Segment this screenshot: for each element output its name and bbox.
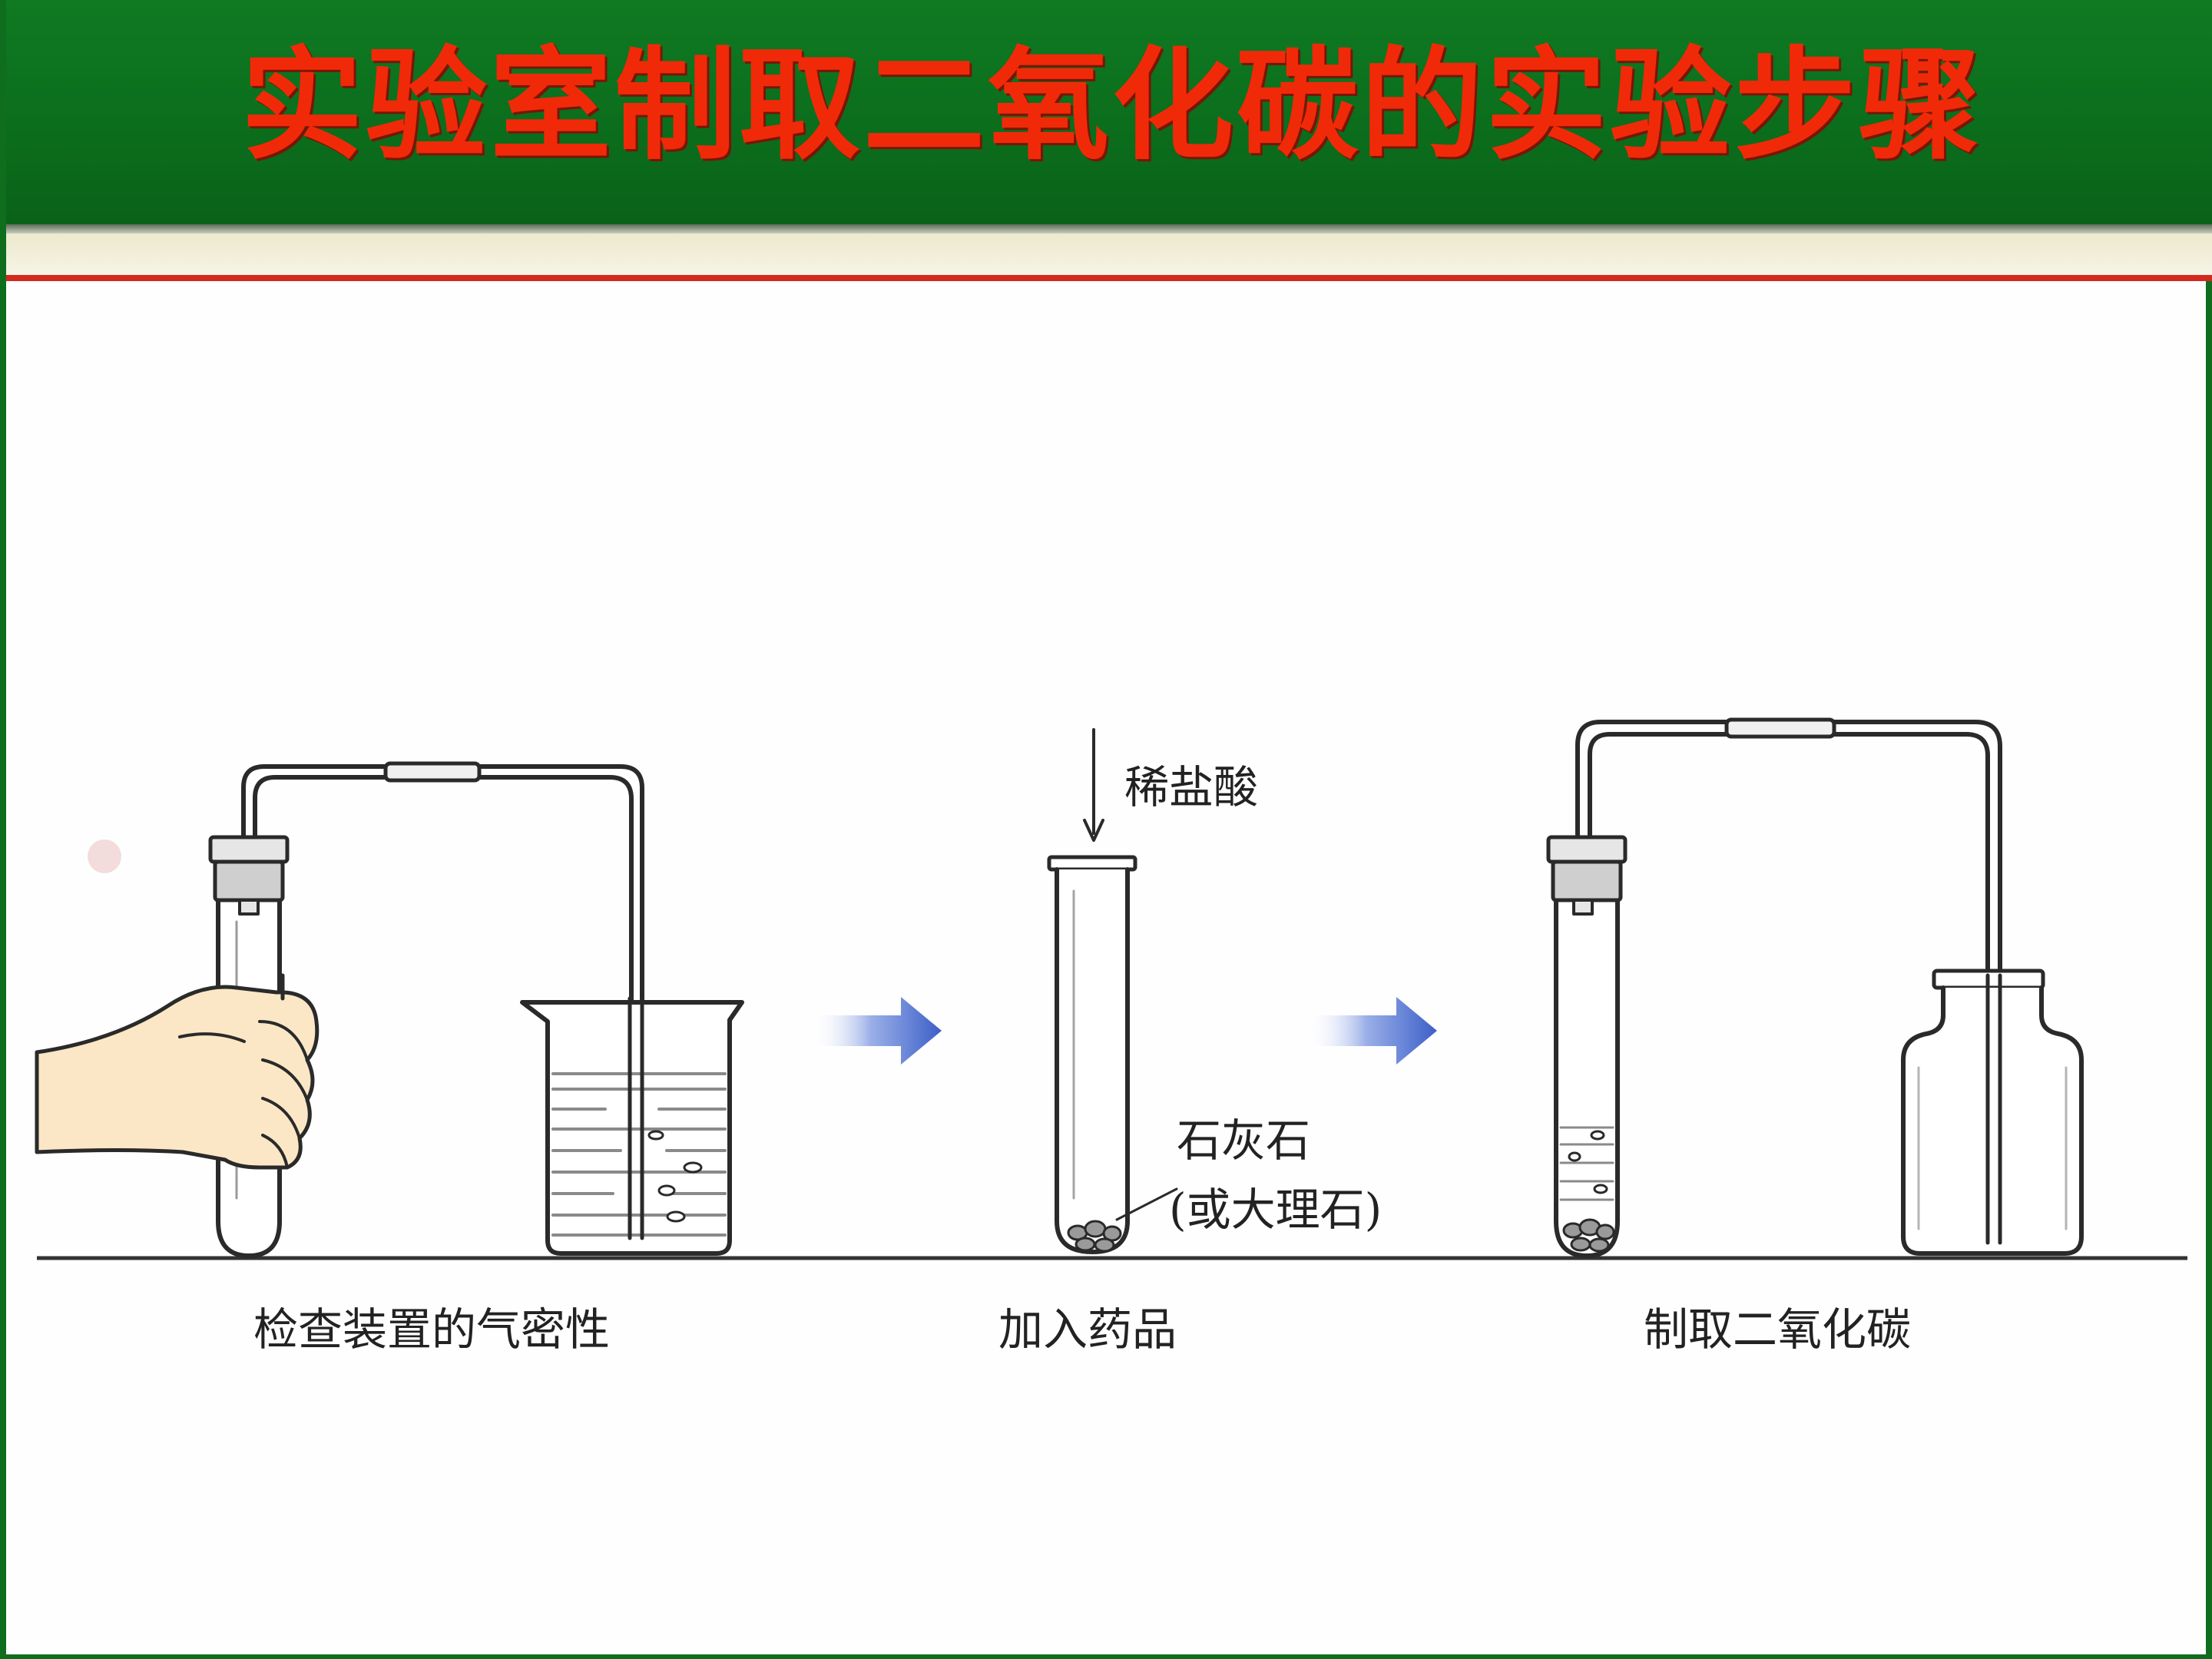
- beaker-icon: [520, 996, 744, 1256]
- step2-apparatus: [1047, 728, 1178, 1254]
- page-title: 实验室制取二氧化碳的实验步骤: [241, 35, 1983, 177]
- hand-icon: [35, 973, 320, 1170]
- step3-apparatus: [1546, 717, 2084, 1258]
- acid-label: 稀盐酸: [1124, 761, 1259, 813]
- title-bar: 实验室制取二氧化碳的实验步骤: [6, 0, 2212, 224]
- gas-jar-icon: [1901, 969, 2084, 1256]
- marble-label: (或大理石): [1169, 1184, 1382, 1236]
- stain-mark: [88, 839, 121, 873]
- limestone-label: 石灰石: [1177, 1114, 1311, 1167]
- test-tube-icon: [1047, 855, 1137, 1254]
- rubber-stopper: [1546, 835, 1628, 916]
- step3-delivery-tube: [1575, 717, 2002, 1245]
- step3-caption: 制取二氧化碳: [1644, 1303, 1912, 1356]
- limestone-chips: [1067, 1220, 1122, 1253]
- acid-arrow-head: [1083, 819, 1104, 842]
- co2-apparatus-diagram: [35, 717, 2187, 1260]
- step1-delivery-tube: [241, 761, 644, 1243]
- arrow-right-icon: [813, 997, 942, 1065]
- header-red-line: [6, 275, 2212, 281]
- arrow-right-icon: [1308, 997, 1437, 1065]
- header-shadow: [6, 224, 2212, 233]
- solid-pointer: [1115, 1187, 1178, 1221]
- test-tube-icon: [1554, 896, 1620, 1258]
- step2-caption: 加入药品: [998, 1303, 1177, 1356]
- step1-apparatus: [35, 761, 744, 1258]
- header-divider: [6, 233, 2212, 275]
- step1-caption: 检查装置的气密性: [253, 1303, 611, 1356]
- rubber-stopper: [208, 835, 290, 916]
